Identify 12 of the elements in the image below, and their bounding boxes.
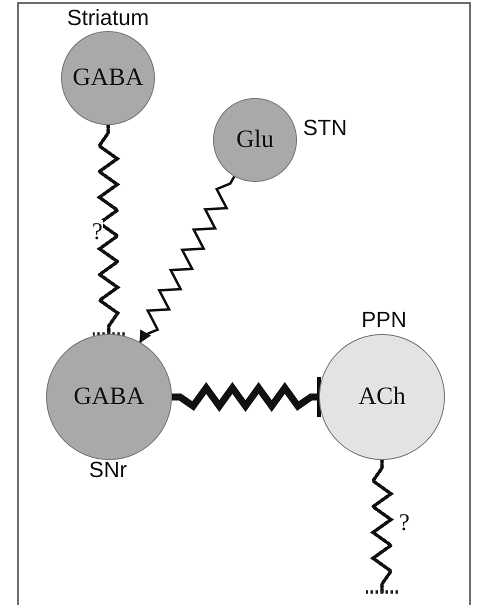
dotted-zigzag-connector xyxy=(91,123,127,336)
region-label: PPN xyxy=(361,307,407,333)
transmitter-label: ACh xyxy=(358,383,406,411)
region-label: Striatum xyxy=(67,5,149,31)
region-label: STN xyxy=(303,115,347,141)
zigzag-connector xyxy=(172,377,321,417)
region-label: SNr xyxy=(89,457,127,483)
transmitter-label: Glu xyxy=(236,126,274,154)
transmitter-label: GABA xyxy=(72,64,144,92)
dotted-zigzag-connector xyxy=(364,458,400,594)
transmitter-label: GABA xyxy=(74,383,144,411)
zigzag-connector xyxy=(139,176,236,344)
